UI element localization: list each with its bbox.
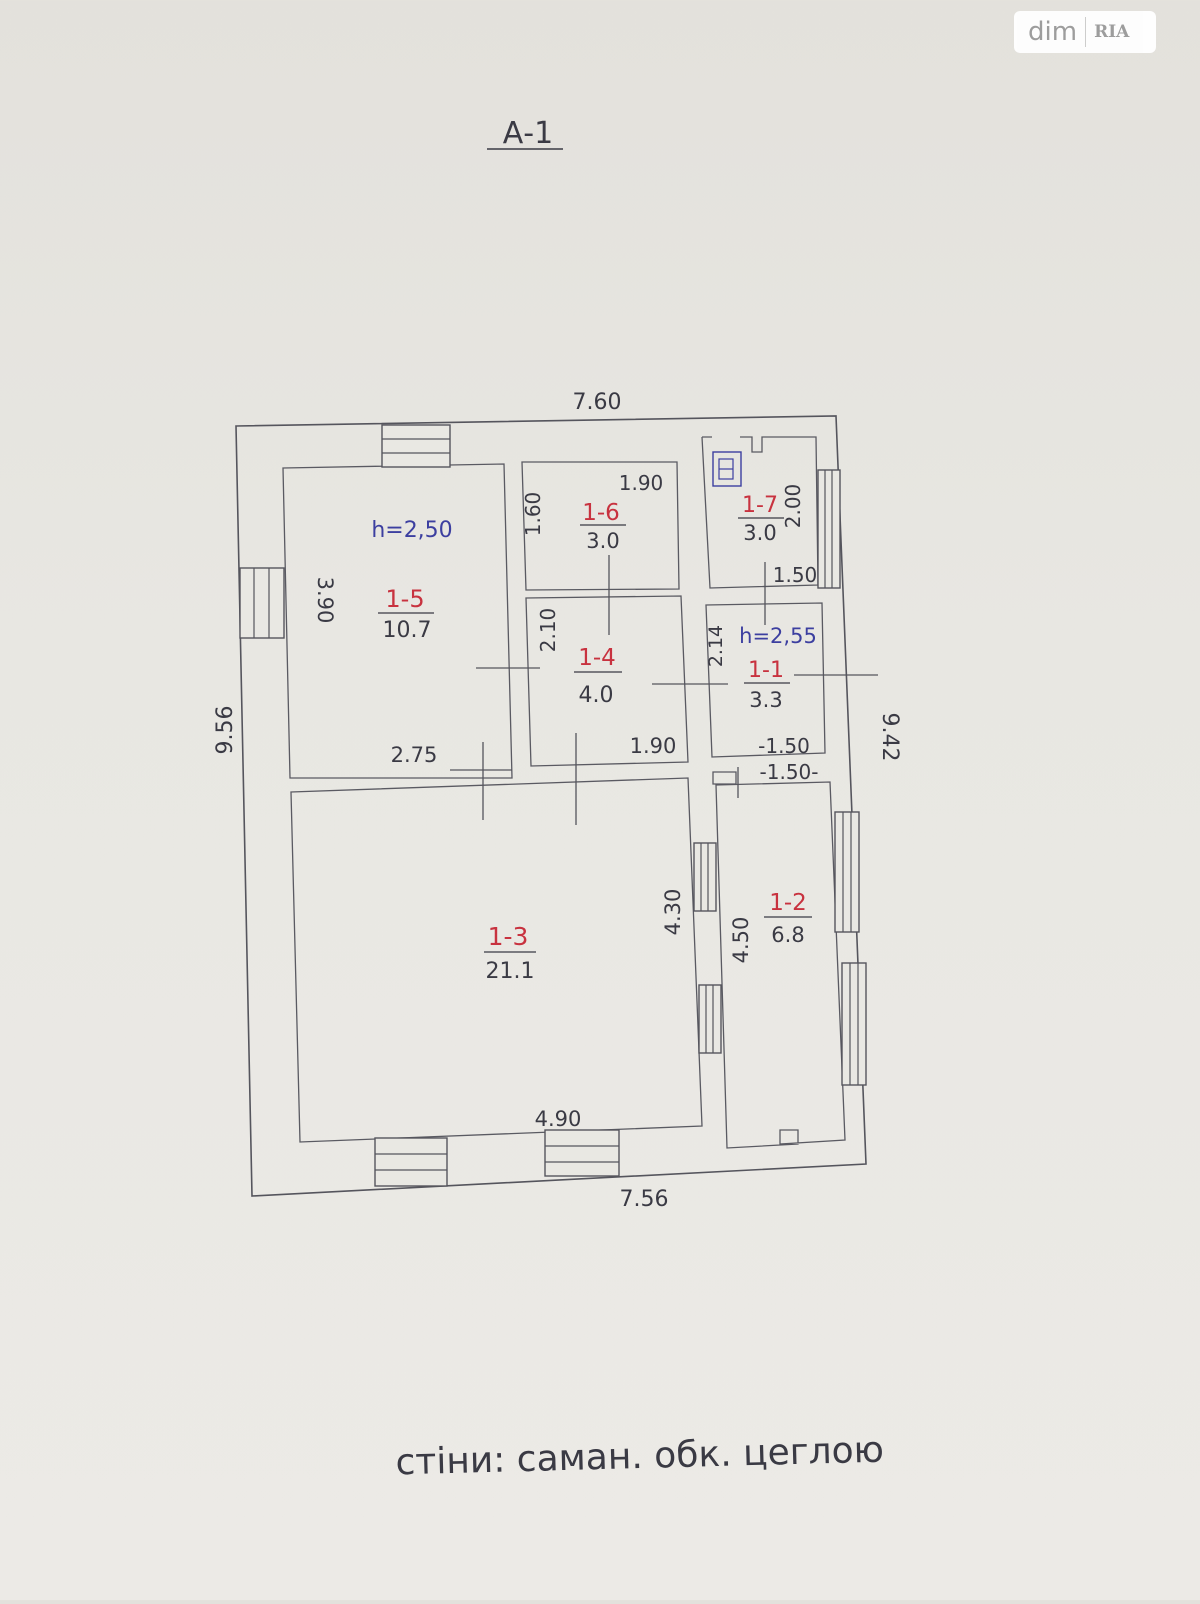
room-1-4-id: 1-4: [578, 645, 616, 671]
room-1-1-area: 3.3: [749, 688, 782, 712]
room-1-3-id: 1-3: [488, 922, 529, 951]
room-1-2-id: 1-2: [769, 890, 807, 916]
room-1-1-dim-height: 2.14: [705, 625, 727, 667]
room-1-3: 1-3 21.1 4.30 4.90: [484, 889, 685, 1131]
room-1-6-area: 3.0: [586, 529, 619, 553]
room-1-3-outline: [290, 777, 703, 1143]
window-right-upper: [817, 469, 841, 589]
window-left: [239, 567, 285, 639]
room-1-6-dim-height: 1.60: [521, 492, 545, 537]
window-inner-lower: [698, 984, 722, 1054]
room-1-2-dim-height: 4.50: [729, 917, 753, 964]
watermark-brand-ria: RIA: [1094, 22, 1130, 42]
window-top: [381, 424, 451, 468]
room-1-5-dim-width: 2.75: [391, 743, 438, 767]
room-1-1: h=2,55 1-1 3.3 2.14 -1.50: [705, 624, 817, 758]
room-1-4-area: 4.0: [579, 683, 614, 708]
dimria-watermark-logo: dim RIA: [1014, 11, 1156, 53]
room-1-5-height: h=2,50: [371, 518, 452, 543]
room-1-1-height: h=2,55: [739, 624, 817, 648]
room-1-6-dim-width: 1.90: [619, 471, 664, 495]
window-right-lower: [841, 962, 867, 1086]
room-1-2-outline: [715, 781, 846, 1149]
window-bottom-left: [374, 1137, 448, 1187]
room-1-7-dim-height: 2.00: [781, 484, 805, 529]
room-1-4-outline: [525, 595, 689, 767]
dim-right: 9.42: [877, 713, 902, 762]
watermark-divider: [1085, 17, 1087, 47]
room-1-7-outline: [701, 436, 819, 589]
watermark-brand: dim: [1028, 17, 1078, 47]
room-1-2: -1.50- 1-2 6.8 4.50: [729, 760, 818, 963]
window-inner-upper: [693, 842, 717, 912]
room-1-5: h=2,50 1-5 10.7 3.90 2.75: [313, 518, 453, 767]
dim-left: 9.56: [213, 706, 238, 755]
room-1-6: 1-6 3.0 1.60 1.90: [521, 471, 663, 553]
room-1-4-dim-width: 1.90: [630, 734, 677, 758]
room-1-6-id: 1-6: [582, 500, 620, 526]
room-1-4-dim-height: 2.10: [536, 608, 560, 653]
windows: [239, 424, 867, 1187]
room-1-2-area: 6.8: [771, 923, 804, 947]
door-markers: [450, 555, 878, 825]
room-1-4: 1-4 4.0 2.10 1.90: [536, 608, 676, 758]
room-1-7-dim-width: 1.50: [773, 563, 818, 587]
room-1-7-id: 1-7: [742, 493, 778, 518]
room-1-6-outline: [521, 461, 680, 591]
window-bottom-right: [544, 1129, 620, 1177]
stove-icon: [712, 451, 742, 487]
room-1-2-dim-width: -1.50-: [760, 760, 819, 784]
partition-stub: [712, 771, 737, 785]
room-1-7: 1-7 3.0 2.00 1.50: [738, 484, 817, 587]
room-1-3-area: 21.1: [486, 959, 535, 984]
room-1-1-dim-width: -1.50: [758, 734, 810, 758]
room-1-5-id: 1-5: [385, 585, 424, 613]
room-1-5-area: 10.7: [383, 618, 432, 643]
dim-bottom: 7.56: [620, 1187, 669, 1212]
room-1-3-dim-height: 4.30: [661, 889, 685, 936]
room-1-1-id: 1-1: [748, 658, 784, 683]
room-1-7-area: 3.0: [743, 521, 776, 545]
room-1-5-dim-height: 3.90: [313, 577, 337, 624]
room-1-3-dim-width: 4.90: [535, 1107, 582, 1131]
window-right-mid: [834, 811, 860, 933]
room-1-1-outline: [705, 602, 826, 758]
sheet-label: А-1: [503, 116, 553, 151]
outer-wall: [235, 415, 867, 1197]
dim-top: 7.60: [573, 390, 622, 415]
wall-material-note: стіни: саман. обк. цеглою: [395, 1430, 884, 1484]
